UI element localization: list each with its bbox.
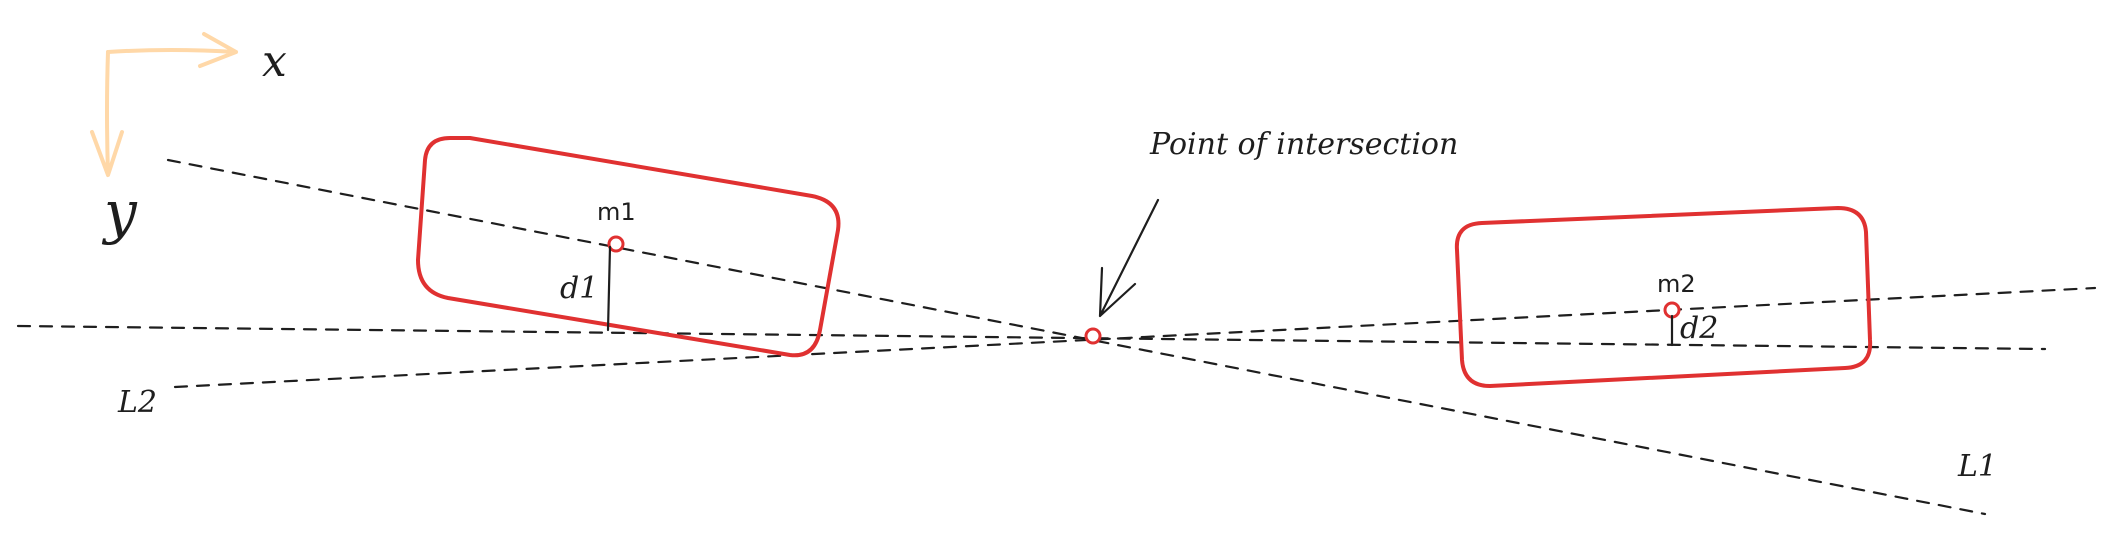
l1-label: L1 (1957, 449, 1997, 484)
y-axis-label: y (101, 178, 138, 246)
x-axis-label: x (262, 36, 287, 87)
d1-distance-line (606, 245, 612, 332)
intersection-pointer-arrow (1098, 198, 1160, 318)
y-axis-arrow (90, 50, 124, 177)
d2-label: d2 (1680, 311, 1718, 346)
d1-label: d1 (560, 271, 598, 306)
mass-box-2 (1454, 206, 1873, 388)
intersection-annotation: Point of intersection (1149, 127, 1458, 162)
x-axis-arrow (106, 32, 238, 68)
line-l2 (173, 286, 2097, 389)
l2-label: L2 (117, 385, 157, 420)
m2-label: m2 (1657, 270, 1696, 298)
horizontal-reference-line (16, 324, 2047, 351)
mass-box-1 (416, 136, 841, 358)
m1-point (607, 235, 625, 253)
intersection-point (1084, 327, 1102, 345)
coordinate-axes: x y (90, 32, 287, 246)
m1-label: m1 (597, 198, 636, 226)
line-l1 (166, 158, 1987, 516)
